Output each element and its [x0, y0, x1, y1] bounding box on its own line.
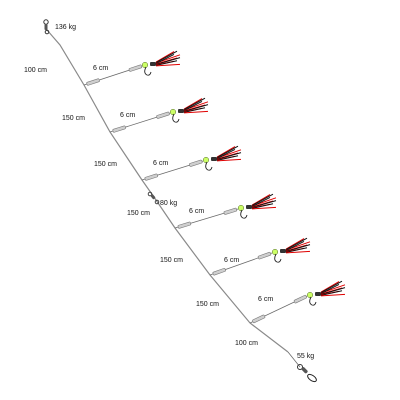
top-swivel-icon	[43, 19, 50, 35]
bead-icon	[237, 204, 245, 212]
section-length-label: 100 cm	[24, 67, 47, 74]
branch-group	[83, 50, 346, 324]
bead-icon	[271, 248, 279, 256]
crimp-sleeve	[257, 251, 272, 260]
branch-length-label: 6 cm	[93, 65, 108, 72]
crimp-sleeve	[86, 78, 100, 86]
bead-icon	[141, 61, 149, 69]
crimp-sleeve	[293, 294, 307, 304]
crimp-sleeve	[144, 173, 158, 181]
hook-icon	[172, 113, 180, 123]
crimp-sleeve	[128, 64, 143, 72]
section-length-label: 100 cm	[235, 340, 258, 347]
lure-icon	[178, 97, 209, 114]
hook-icon	[144, 66, 152, 76]
bottom-load-label: 55 kg	[297, 353, 314, 360]
crimp-sleeve	[212, 268, 226, 276]
hook-icon	[274, 253, 282, 263]
bead-icon	[202, 156, 210, 164]
hook-icon	[309, 296, 317, 306]
lure-icon	[280, 237, 311, 254]
crimp-sleeve	[252, 314, 266, 324]
bottom-snap-swivel-icon	[297, 364, 317, 383]
section-length-label: 150 cm	[127, 210, 150, 217]
hook-icon	[240, 209, 248, 219]
crimp-sleeve	[189, 159, 203, 167]
crimp-sleeve	[223, 207, 238, 215]
middle-load-label: 80 kg	[160, 200, 177, 207]
branch-arm	[209, 237, 311, 276]
crimp-sleeve	[112, 125, 126, 133]
top-load-label: 136 kg	[55, 24, 76, 31]
crimp-sleeve	[177, 221, 192, 229]
bead-icon	[306, 291, 314, 299]
lure-icon	[211, 145, 242, 162]
branch-arm	[249, 280, 346, 324]
lure-icon	[315, 280, 346, 297]
branch-length-label: 6 cm	[224, 257, 239, 264]
section-length-label: 150 cm	[62, 115, 85, 122]
section-length-label: 150 cm	[196, 301, 219, 308]
branch-arm	[109, 97, 209, 133]
section-length-label: 150 cm	[94, 161, 117, 168]
branch-length-label: 6 cm	[189, 208, 204, 215]
branch-length-label: 6 cm	[120, 112, 135, 119]
branch-arm	[141, 145, 242, 181]
middle-swivel-icon	[147, 191, 160, 205]
main-line	[44, 23, 289, 353]
section-length-label: 150 cm	[160, 257, 183, 264]
hook-icon	[205, 161, 213, 171]
branch-length-label: 6 cm	[153, 160, 168, 167]
lure-icon	[246, 193, 277, 210]
branch-arm	[83, 50, 181, 86]
branch-length-label: 6 cm	[258, 296, 273, 303]
crimp-sleeve	[156, 111, 170, 119]
branch-arm	[174, 193, 277, 229]
bead-icon	[169, 108, 177, 116]
lure-icon	[150, 50, 181, 67]
bottom-leader	[287, 351, 301, 368]
